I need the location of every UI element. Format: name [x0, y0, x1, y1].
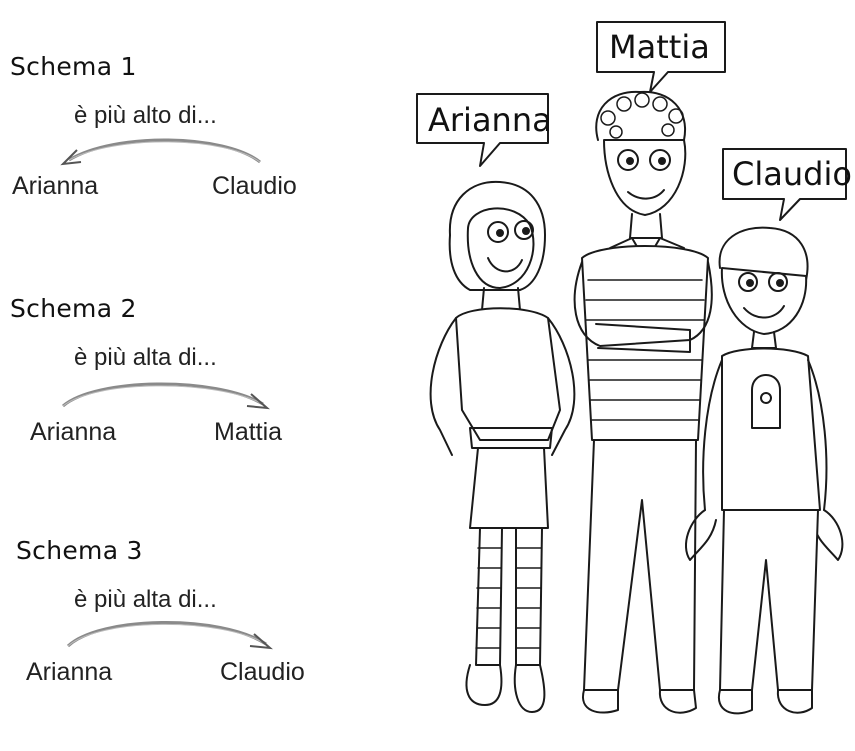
bubble-arianna-label: Arianna: [428, 101, 552, 139]
schema-2-left-name: Arianna: [30, 418, 117, 446]
bubble-mattia: Mattia: [596, 21, 726, 93]
schema-1-left-name: Arianna: [12, 172, 99, 200]
bubble-claudio: Claudio: [722, 148, 852, 221]
schema-1-title: Schema 1: [10, 52, 137, 81]
arianna-figure: [429, 180, 576, 713]
schema-3-right-name: Claudio: [220, 658, 305, 686]
schema-2-arrow: [62, 382, 271, 410]
claudio-figure: [685, 226, 844, 715]
schema-1-right-name: Claudio: [212, 172, 297, 200]
schema-3-title: Schema 3: [16, 536, 143, 565]
schema-3-left-name: Arianna: [26, 658, 113, 686]
schema-2-right-name: Mattia: [214, 418, 283, 446]
schema-2-title: Schema 2: [10, 294, 137, 323]
mattia-figure: [573, 90, 713, 714]
schema-1-arrow: [60, 138, 261, 166]
bubble-arianna: Arianna: [416, 93, 552, 167]
schema-2-relation: è più alta di...: [74, 344, 217, 371]
bubble-claudio-label: Claudio: [732, 155, 852, 193]
schema-1-relation: è più alto di...: [74, 102, 217, 129]
bubble-mattia-label: Mattia: [609, 28, 710, 66]
schema-3-relation: è più alta di...: [74, 586, 217, 613]
schema-3-arrow: [66, 621, 274, 650]
